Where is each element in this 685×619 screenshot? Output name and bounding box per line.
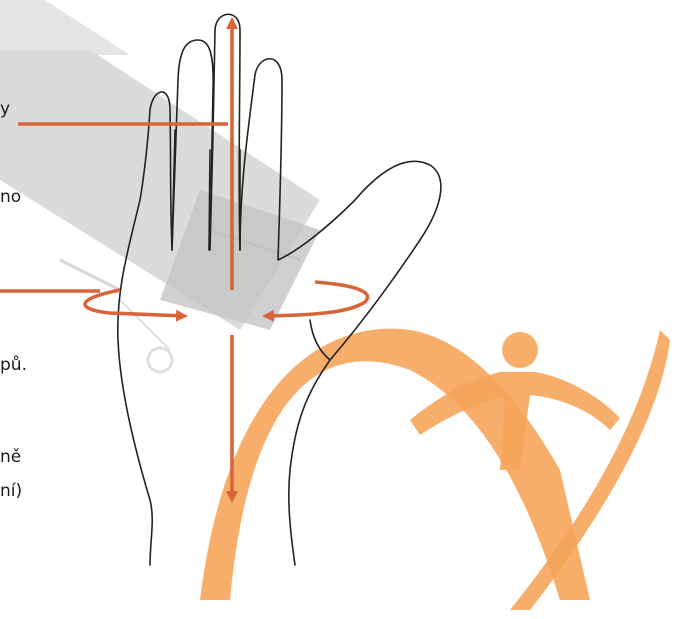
text-fragment-5: ní) <box>0 480 22 502</box>
text-fragment-1: y <box>0 98 10 120</box>
text-fragment-3: pů. <box>0 354 27 376</box>
orange-logo-graphic <box>200 329 670 610</box>
text-fragment-4: ně <box>0 446 21 468</box>
text-fragment-2: no <box>0 186 21 208</box>
